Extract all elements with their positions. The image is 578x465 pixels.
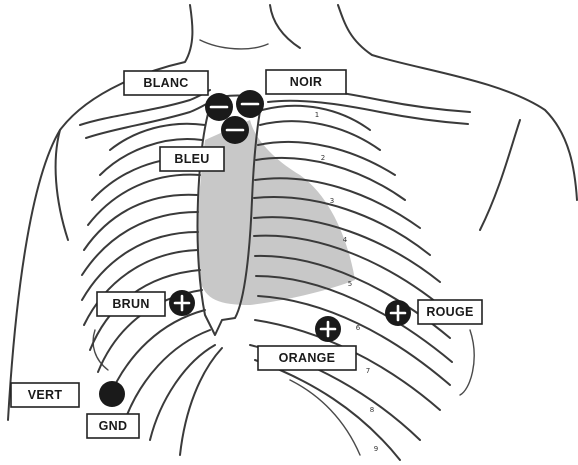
svg-text:BLANC: BLANC (143, 76, 188, 90)
label-bleu: BLEU (160, 147, 224, 171)
electrode-rouge[interactable] (385, 300, 411, 326)
electrode-orange[interactable] (315, 316, 341, 342)
rib-number-5: 5 (348, 280, 352, 288)
svg-text:BLEU: BLEU (174, 152, 209, 166)
electrode-noir[interactable] (236, 90, 264, 118)
rib-number-1: 1 (315, 111, 319, 119)
label-blanc: BLANC (124, 71, 208, 95)
rib-number-4: 4 (343, 236, 348, 244)
label-gnd: GND (87, 414, 139, 438)
label-brun: BRUN (97, 292, 165, 316)
electrode-bleu[interactable] (221, 116, 249, 144)
rib-number-9: 9 (374, 445, 378, 453)
rib-number-6: 6 (356, 324, 361, 332)
svg-text:BRUN: BRUN (112, 297, 149, 311)
label-orange: ORANGE (258, 346, 356, 370)
electrode-ground[interactable] (99, 381, 125, 407)
electrode-brun[interactable] (169, 290, 195, 316)
svg-text:ROUGE: ROUGE (426, 305, 473, 319)
left-ribs (82, 124, 222, 455)
rib-number-7: 7 (366, 367, 370, 375)
svg-text:ORANGE: ORANGE (279, 351, 336, 365)
label-vert: VERT (11, 383, 79, 407)
svg-text:VERT: VERT (28, 388, 63, 402)
label-rouge: ROUGE (418, 300, 482, 324)
electrode-blanc[interactable] (205, 93, 233, 121)
svg-text:NOIR: NOIR (290, 75, 322, 89)
svg-text:GND: GND (99, 419, 128, 433)
rib-number-8: 8 (370, 406, 374, 414)
label-noir: NOIR (266, 70, 346, 94)
rib-number-2: 2 (321, 154, 325, 162)
rib-number-3: 3 (330, 197, 334, 205)
